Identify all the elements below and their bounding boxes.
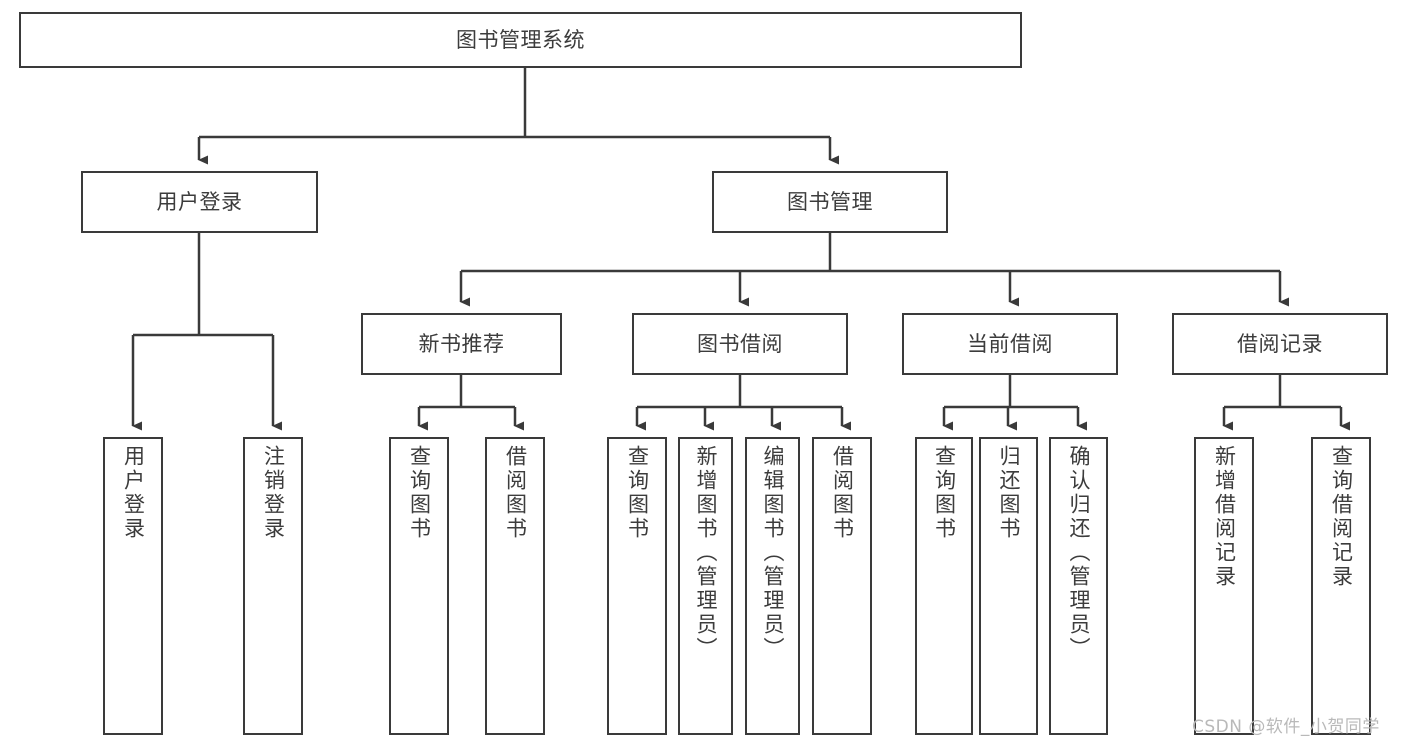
node-leaf-user-login[interactable]: 用户登录 [103, 437, 163, 735]
node-leaf-add-book-admin[interactable]: 新增图书（管理员） [678, 437, 733, 735]
node-book-borrow-label: 图书借阅 [697, 331, 783, 356]
node-leaf-confirm-return-admin-label: 确认归还（管理员） [1067, 445, 1091, 661]
node-leaf-edit-book-admin-label: 编辑图书（管理员） [761, 445, 785, 661]
node-leaf-return-book[interactable]: 归还图书 [979, 437, 1038, 735]
node-leaf-borrow-book-1[interactable]: 借阅图书 [485, 437, 545, 735]
node-current-borrow-label: 当前借阅 [967, 331, 1053, 356]
node-root-label: 图书管理系统 [456, 27, 585, 52]
node-new-book-recommend[interactable]: 新书推荐 [361, 313, 562, 375]
node-leaf-borrow-book-2-label: 借阅图书 [830, 445, 855, 541]
node-leaf-query-book-1[interactable]: 查询图书 [389, 437, 449, 735]
node-leaf-return-book-label: 归还图书 [997, 445, 1021, 541]
node-borrow-record-label: 借阅记录 [1237, 331, 1323, 356]
node-root[interactable]: 图书管理系统 [19, 12, 1022, 68]
node-leaf-user-login-label: 用户登录 [121, 445, 146, 541]
node-user-login[interactable]: 用户登录 [81, 171, 318, 233]
node-leaf-query-borrow-record[interactable]: 查询借阅记录 [1311, 437, 1371, 735]
node-current-borrow[interactable]: 当前借阅 [902, 313, 1118, 375]
node-leaf-confirm-return-admin[interactable]: 确认归还（管理员） [1049, 437, 1108, 735]
node-leaf-logout-label: 注销登录 [261, 445, 286, 541]
node-leaf-add-borrow-record-label: 新增借阅记录 [1212, 445, 1237, 589]
node-leaf-query-book-3[interactable]: 查询图书 [915, 437, 973, 735]
node-leaf-query-book-1-label: 查询图书 [407, 445, 432, 541]
node-book-management-label: 图书管理 [787, 189, 873, 214]
node-leaf-borrow-book-2[interactable]: 借阅图书 [812, 437, 872, 735]
node-book-management[interactable]: 图书管理 [712, 171, 948, 233]
node-leaf-add-book-admin-label: 新增图书（管理员） [694, 445, 718, 661]
node-leaf-query-book-2-label: 查询图书 [625, 445, 650, 541]
node-leaf-query-book-3-label: 查询图书 [932, 445, 957, 541]
node-new-book-recommend-label: 新书推荐 [418, 331, 505, 356]
watermark: CSDN @软件_小贺同学 [1192, 717, 1380, 737]
node-leaf-edit-book-admin[interactable]: 编辑图书（管理员） [745, 437, 800, 735]
node-leaf-query-book-2[interactable]: 查询图书 [607, 437, 667, 735]
node-leaf-query-borrow-record-label: 查询借阅记录 [1329, 445, 1354, 589]
node-leaf-logout[interactable]: 注销登录 [243, 437, 303, 735]
node-leaf-borrow-book-1-label: 借阅图书 [503, 445, 528, 541]
node-book-borrow[interactable]: 图书借阅 [632, 313, 848, 375]
node-user-login-label: 用户登录 [156, 189, 243, 214]
node-borrow-record[interactable]: 借阅记录 [1172, 313, 1388, 375]
node-leaf-add-borrow-record[interactable]: 新增借阅记录 [1194, 437, 1254, 735]
